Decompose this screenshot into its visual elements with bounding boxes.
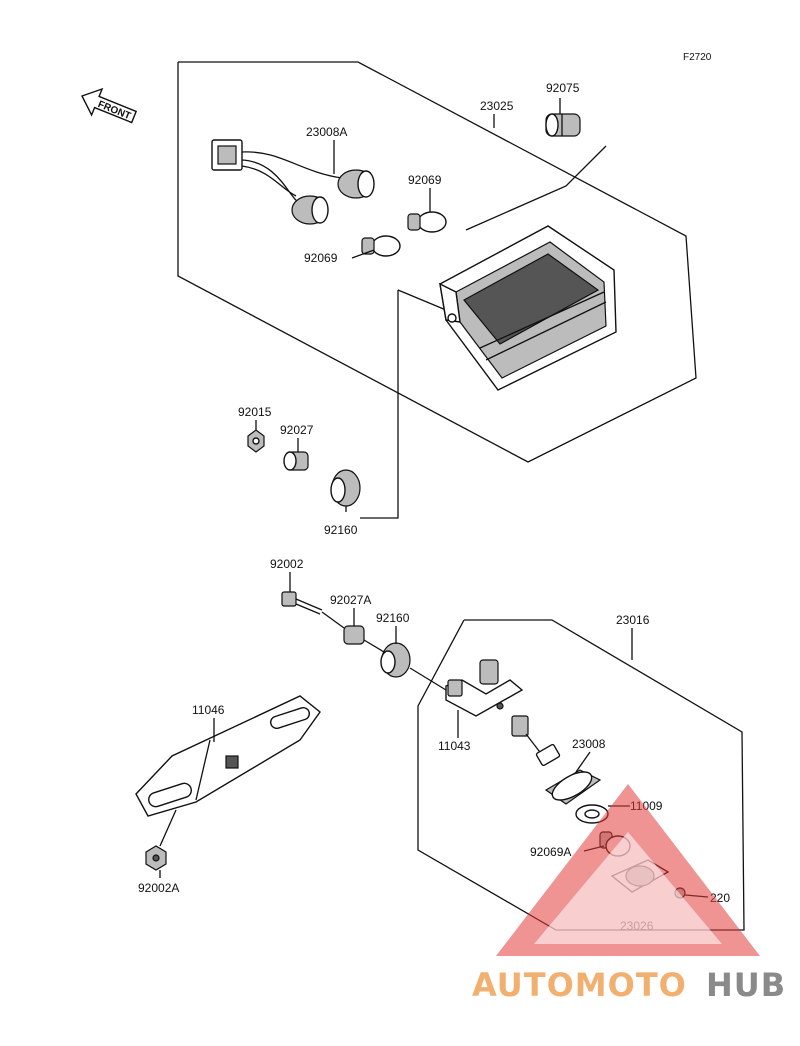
bolt-92002A [145, 845, 167, 871]
label-92075: 92075 [546, 81, 580, 95]
leader-line [409, 667, 447, 691]
label-23008: 23008 [572, 737, 606, 751]
label-92027: 92027 [280, 423, 314, 437]
leader-line [575, 751, 591, 773]
leader-line [465, 145, 607, 231]
socket-23008 [511, 715, 602, 805]
label-23016: 23016 [616, 613, 650, 627]
label-92160-upper: 92160 [324, 523, 358, 537]
label-11043: 11043 [438, 739, 471, 753]
figure-code: F2720 [683, 52, 712, 63]
label-92160-lower: 92160 [376, 611, 410, 625]
leader-line [360, 290, 399, 519]
watermark-text-hub: HUB [706, 966, 786, 1004]
label-92002: 92002 [270, 557, 304, 571]
nut-92015 [247, 429, 265, 453]
bulb-92069-upper [407, 211, 447, 233]
label-23025: 23025 [480, 99, 514, 113]
tail-light-housing [439, 225, 617, 391]
watermark-logo: AUTOMOTO HUB [472, 784, 786, 1004]
bracket-11043 [445, 659, 524, 717]
bulb-92069-lower [361, 235, 401, 257]
label-92069A: 92069A [530, 845, 571, 859]
leader-line [363, 639, 385, 653]
leader-line [351, 249, 375, 259]
grommet-92160-lower [380, 642, 411, 678]
watermark-text-automoto: AUTOMOTO [472, 966, 687, 1004]
front-arrow-icon: FRONT [81, 87, 138, 124]
upper-assembly-outline [177, 61, 697, 463]
collar-92027A [343, 625, 365, 645]
label-92069-lower: 92069 [304, 251, 338, 265]
label-23008A: 23008A [306, 125, 347, 139]
label-11046: 11046 [192, 703, 225, 717]
license-bracket-11046 [135, 695, 321, 817]
leader-line [159, 809, 177, 847]
wiring-harness-23008A [211, 139, 375, 225]
bulb-socket-92075 [545, 113, 581, 137]
label-92069-upper: 92069 [408, 173, 442, 187]
label-92027A: 92027A [330, 593, 371, 607]
collar-92027 [283, 451, 309, 471]
leader-line [397, 289, 447, 311]
grommet-92160-upper [330, 469, 361, 507]
label-92002A: 92002A [138, 881, 179, 895]
bolt-92002 [281, 591, 323, 615]
label-92015: 92015 [238, 405, 272, 419]
leader-line [321, 611, 345, 629]
